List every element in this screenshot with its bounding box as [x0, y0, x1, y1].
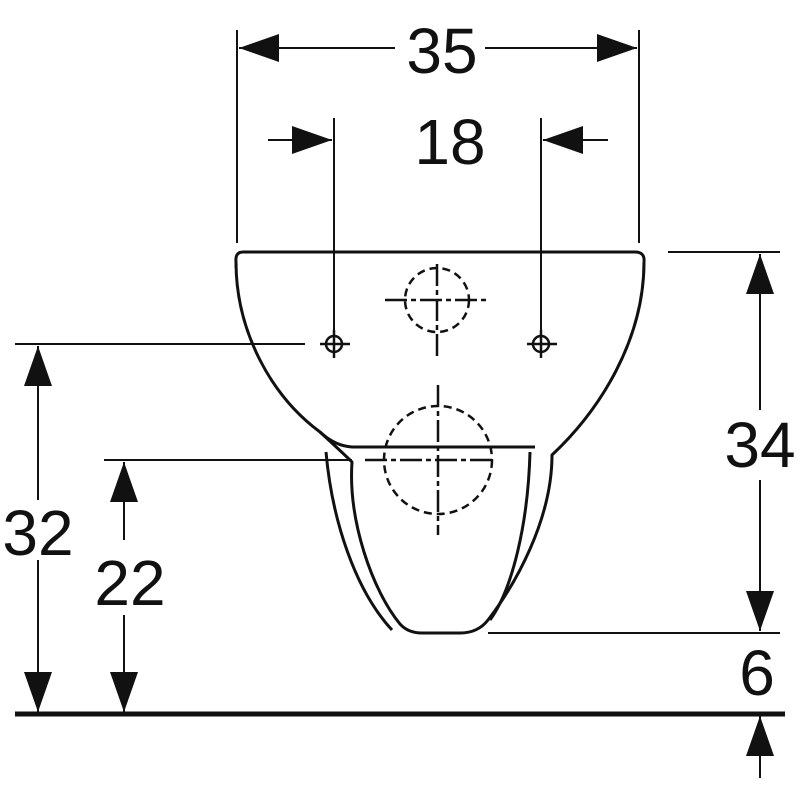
dimension-fixing-spacing: 18 [268, 106, 608, 178]
dim-label-32: 32 [2, 497, 73, 569]
dimension-waste-height: 22 [94, 462, 166, 712]
bowl-shoulder-curve [318, 430, 535, 449]
bowl-top-rim [234, 250, 646, 268]
dim-label-22: 22 [94, 547, 165, 619]
waste-outlet-circle [365, 385, 495, 535]
bowl-inner-fin-right [488, 451, 532, 621]
fixing-hole-right [527, 330, 557, 358]
dim-label-34: 34 [724, 409, 795, 481]
extension-lines [15, 30, 780, 634]
wc-bowl [234, 250, 646, 635]
dim-label-18: 18 [414, 106, 485, 178]
dimension-floor-clearance: 6 [739, 637, 775, 778]
dimension-overall-height: 34 [724, 254, 796, 631]
dim-label-35: 35 [406, 15, 477, 87]
water-inlet-circle [385, 264, 489, 356]
fixing-hole-left [320, 330, 350, 358]
bowl-inner-fin-left [324, 451, 394, 632]
dimension-overall-width: 35 [239, 15, 637, 87]
bowl-outer-body [234, 261, 646, 635]
dimension-fixing-height: 32 [2, 346, 74, 712]
dim-label-6: 6 [739, 637, 775, 709]
